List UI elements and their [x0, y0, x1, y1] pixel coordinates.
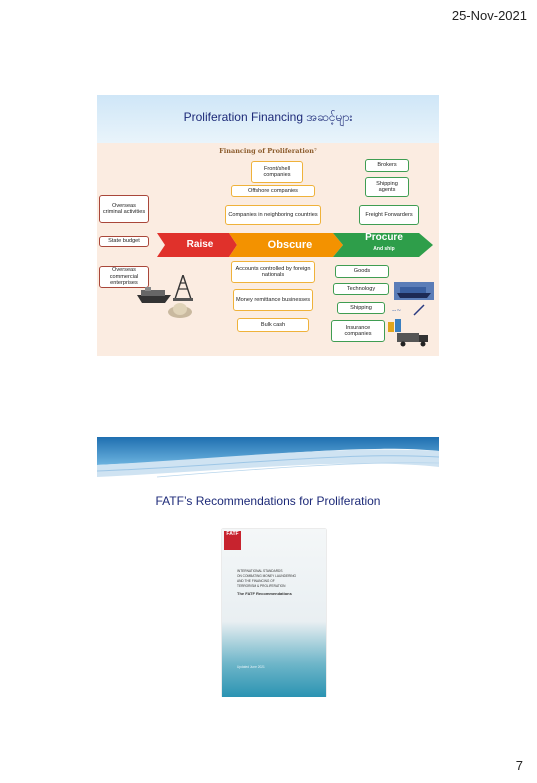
box-money-remittance: Money remittance businesses — [233, 289, 313, 311]
page-number: 7 — [515, 758, 523, 773]
box-shipping-agents: Shipping agents — [365, 177, 409, 197]
cover-line-4: TERRORISM & PROLIFERATION — [237, 584, 286, 588]
chemical-icon: --~ — [392, 304, 425, 316]
truck-icon — [397, 333, 428, 347]
barrels-icon — [388, 319, 401, 332]
box-bulk-cash: Bulk cash — [237, 318, 309, 332]
flow-arrows — [157, 233, 433, 257]
box-state-budget: State budget — [99, 236, 149, 247]
header-date: 25-Nov-2021 — [451, 8, 527, 23]
box-goods: Goods — [335, 265, 389, 278]
ship-icon — [137, 287, 171, 303]
slide-proliferation-financing: Proliferation Financing အဆင့်များ Financ… — [97, 95, 439, 356]
hard-hat-icon — [168, 303, 192, 318]
box-shipping: Shipping — [337, 302, 385, 314]
raise-label: Raise — [186, 238, 214, 250]
fatf-report-cover: FATF INTERNATIONAL STANDARDS ON COMBATIN… — [222, 529, 326, 697]
container-ship-icon — [394, 282, 434, 300]
slide-title: FATF’s Recommendations for Proliferation — [155, 494, 381, 508]
slide-title: Proliferation Financing အဆင့်များ — [183, 110, 353, 124]
cover-heading: The FATF Recommendations — [237, 591, 292, 596]
raise-arrow — [157, 233, 237, 257]
procure-label: Procure — [365, 232, 403, 243]
procure-sub-label: And ship — [373, 246, 395, 252]
diagram-subtitle: Financing of Proliferation⁷ — [219, 147, 317, 155]
cover-updated: Updated June 2021 — [237, 665, 265, 669]
svg-text:--~: --~ — [392, 307, 401, 314]
slide-header-band — [97, 95, 439, 143]
box-front-shell: Front/shell companies — [251, 161, 303, 183]
fatf-logo-text: FATF — [226, 531, 239, 537]
obscure-label: Obscure — [267, 239, 313, 251]
box-brokers: Brokers — [365, 159, 409, 172]
cover-line-2: ON COMBATING MONEY LAUNDERING — [237, 574, 297, 578]
wave-banner — [97, 437, 439, 478]
slide-fatf-recommendations: FATF’s Recommendations for Proliferation… — [97, 437, 439, 697]
box-technology: Technology — [333, 283, 389, 295]
box-overseas-commercial: Overseas commercial enterprises — [99, 266, 149, 288]
oil-rig-icon — [173, 275, 193, 301]
cover-line-3: AND THE FINANCING OF — [237, 579, 275, 583]
obscure-arrow — [229, 233, 343, 257]
box-freight-forwarders: Freight Forwarders — [359, 205, 419, 225]
box-overseas-criminal: Overseas criminal activities — [99, 195, 149, 223]
procure-arrow — [333, 233, 433, 257]
box-insurance: Insurance companies — [331, 320, 385, 342]
box-offshore: Offshore companies — [231, 185, 315, 197]
box-accounts-foreign: Accounts controlled by foreign nationals — [231, 261, 315, 283]
cover-line-1: INTERNATIONAL STANDARDS — [237, 569, 283, 573]
fatf-logo: FATF — [224, 531, 241, 550]
box-neighboring: Companies in neighboring countries — [225, 205, 321, 225]
